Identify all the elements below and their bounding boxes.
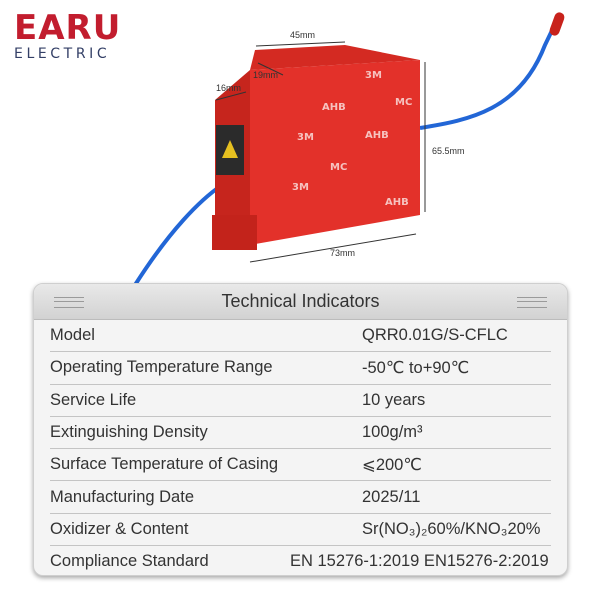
- mark-ahb-3: AHB: [385, 197, 409, 208]
- row-label: Oxidizer & Content: [50, 519, 189, 538]
- table-row: Compliance Standard EN 15276-1:2019 EN15…: [50, 546, 551, 575]
- dim-line-73: [249, 233, 417, 263]
- row-value: EN 15276-1:2019 EN15276-2:2019: [290, 552, 549, 571]
- table-row: Manufacturing Date 2025/11: [50, 481, 551, 514]
- brand-subtitle: ELECTRIC: [14, 46, 111, 62]
- row-value: Sr(NO₃)₂60%/KNO₃20%: [362, 519, 541, 538]
- dim-45-label: 45mm: [290, 30, 315, 40]
- table-body: Model QRR0.01G/S-CFLC Operating Temperat…: [34, 320, 567, 575]
- mark-3m-3: 3M: [292, 182, 309, 193]
- row-label: Operating Temperature Range: [50, 358, 273, 377]
- table-row: Model QRR0.01G/S-CFLC: [50, 320, 551, 353]
- mark-mc-2: MC: [330, 162, 347, 173]
- table-row: Service Life 10 years: [50, 385, 551, 417]
- row-value: 100g/m³: [362, 423, 423, 442]
- dim-line-16: [215, 91, 247, 101]
- dim-line-19: [257, 62, 284, 76]
- brand-logo: EARU ELECTRIC: [14, 10, 134, 62]
- row-label: Service Life: [50, 390, 137, 409]
- table-header: Technical Indicators: [34, 284, 567, 320]
- wire-top: [419, 19, 559, 130]
- wire-tip: [549, 12, 565, 36]
- mark-ahb-2: AHB: [365, 130, 389, 141]
- row-label: Extinguishing Density: [50, 423, 208, 442]
- dim-19-label: 19mm: [253, 70, 278, 80]
- row-value: -50℃ to+90℃: [362, 358, 470, 377]
- warning-triangle: [222, 140, 238, 158]
- mark-3m-1: 3M: [365, 70, 382, 81]
- body-base: [212, 215, 257, 250]
- body-top-face: [250, 45, 420, 70]
- technical-indicators-table: Technical Indicators Model QRR0.01G/S-CF…: [33, 283, 568, 576]
- row-value: 2025/11: [362, 487, 421, 506]
- table-title: Technical Indicators: [221, 291, 380, 311]
- dim-73-label: 73mm: [330, 248, 355, 258]
- row-value: 10 years: [362, 390, 426, 409]
- table-row: Oxidizer & Content Sr(NO₃)₂60%/KNO₃20%: [50, 514, 551, 547]
- table-row: Surface Temperature of Casing ⩽200℃: [50, 449, 551, 482]
- wire-bottom: [133, 183, 224, 287]
- row-value: ⩽200℃: [362, 455, 422, 474]
- table-row: Operating Temperature Range -50℃ to+90℃: [50, 352, 551, 385]
- row-label: Surface Temperature of Casing: [50, 455, 279, 474]
- product-illustration: 3M AHB MC 3M AHB MC 3M AHB 45mm 19mm 16m…: [133, 12, 565, 287]
- menu-lines-right-icon: [517, 297, 547, 308]
- body-right-face: [250, 60, 420, 245]
- brand-name: EARU: [14, 8, 122, 48]
- menu-lines-left-icon: [54, 297, 84, 308]
- table-row: Extinguishing Density 100g/m³: [50, 417, 551, 450]
- dim-16-label: 16mm: [216, 83, 241, 93]
- mark-3m-2: 3M: [297, 132, 314, 143]
- dim-65-label: 65.5mm: [432, 146, 465, 156]
- mark-ahb-1: AHB: [322, 102, 346, 113]
- row-label: Model: [50, 326, 95, 345]
- mark-mc-1: MC: [395, 97, 412, 108]
- row-value: QRR0.01G/S-CFLC: [362, 326, 508, 345]
- row-label: Compliance Standard: [50, 552, 209, 571]
- row-label: Manufacturing Date: [50, 487, 194, 506]
- dim-line-45: [255, 41, 346, 47]
